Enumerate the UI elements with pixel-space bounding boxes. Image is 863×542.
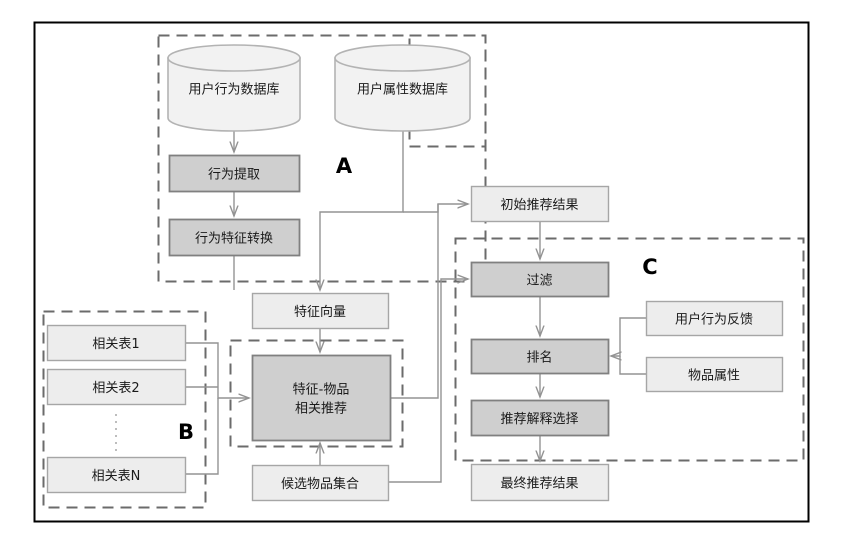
node-box[interactable] [470, 463, 610, 502]
group-box-a2 [408, 34, 487, 148]
database-user-attribute-db: 用户属性数据库 [334, 44, 471, 132]
node-label: 用户行为反馈 [675, 312, 753, 328]
node-box[interactable] [46, 456, 187, 494]
connectors-layer [115, 131, 646, 483]
database-user-behavior-db: 用户行为数据库 [167, 44, 301, 132]
node-box[interactable] [470, 338, 610, 375]
group-label-a: A [336, 154, 353, 178]
node-label: 特征-物品 [293, 383, 350, 398]
node-label: 相关表1 [92, 337, 139, 352]
node-box[interactable] [470, 185, 610, 223]
connector-itemattr-to-ranking [619, 356, 646, 375]
connector-candidate-to-filter [388, 279, 468, 483]
node-candidate-item-set[interactable]: 候选物品集合 [251, 464, 390, 502]
node-label: 相关表N [92, 469, 141, 484]
node-related-table-1[interactable]: 相关表1 [46, 324, 187, 362]
node-label: 相关表2 [92, 381, 139, 396]
group-box-a [157, 34, 487, 283]
cylinder-body [167, 57, 301, 132]
node-box[interactable] [46, 324, 187, 362]
node-user-behavior-feedback[interactable]: 用户行为反馈 [645, 300, 784, 337]
node-label: 行为特征转换 [195, 232, 273, 247]
node-box[interactable] [251, 354, 392, 442]
connector-tablen-join [185, 398, 219, 475]
cylinder-top [167, 44, 301, 72]
connector-tables-to-recommend [185, 342, 249, 398]
node-label: 相关推荐 [295, 402, 347, 417]
node-item-attribute[interactable]: 物品属性 [645, 356, 784, 393]
node-box[interactable] [645, 356, 784, 393]
cylinder-top [334, 44, 471, 72]
cylinder-body [334, 57, 471, 132]
node-feature-vector[interactable]: 特征向量 [251, 292, 390, 330]
node-ranking[interactable]: 排名 [470, 338, 610, 375]
node-label: 初始推荐结果 [500, 198, 578, 213]
node-filter[interactable]: 过滤 [470, 261, 610, 298]
database-label: 用户属性数据库 [357, 82, 448, 98]
node-behavior-extraction[interactable]: 行为提取 [168, 154, 301, 193]
group-box-b [42, 310, 207, 509]
node-label: 物品属性 [688, 369, 740, 384]
node-label: 排名 [526, 350, 552, 366]
node-related-table-n[interactable]: 相关表N [46, 456, 187, 494]
node-label: 候选物品集合 [281, 476, 359, 492]
node-box[interactable] [46, 368, 187, 406]
node-final-recommend-result[interactable]: 最终推荐结果 [470, 463, 610, 502]
node-box[interactable] [168, 218, 301, 257]
node-box[interactable] [251, 292, 390, 330]
node-label: 推荐解释选择 [500, 412, 578, 427]
node-recommend-explanation-select[interactable]: 推荐解释选择 [470, 399, 610, 437]
database-cylinders-layer: 用户行为数据库 用户属性数据库 [167, 44, 471, 132]
connector-recommend-to-initial [390, 204, 439, 399]
node-box[interactable] [251, 464, 390, 502]
connector-attr-db-to-vector [320, 131, 404, 290]
node-box[interactable] [645, 300, 784, 337]
node-label: 行为提取 [208, 167, 260, 183]
node-label: 特征向量 [294, 304, 346, 320]
connector-attr-db-to-initial [403, 204, 468, 213]
node-box[interactable] [168, 154, 301, 193]
node-box[interactable] [470, 261, 610, 298]
node-box[interactable] [470, 399, 610, 437]
node-label: 过滤 [526, 274, 552, 289]
outer-frame [33, 21, 810, 523]
node-initial-recommend-result[interactable]: 初始推荐结果 [470, 185, 610, 223]
group-label-b: B [178, 420, 194, 444]
group-box-c [454, 237, 805, 462]
node-label: 最终推荐结果 [500, 476, 578, 492]
group-labels-layer: A B C [178, 154, 658, 444]
connector-feedback-to-ranking [611, 317, 646, 356]
node-behavior-feature-transform[interactable]: 行为特征转换 [168, 218, 301, 257]
group-label-c: C [642, 255, 657, 279]
database-label: 用户行为数据库 [188, 82, 279, 98]
node-related-table-2[interactable]: 相关表2 [46, 368, 187, 406]
